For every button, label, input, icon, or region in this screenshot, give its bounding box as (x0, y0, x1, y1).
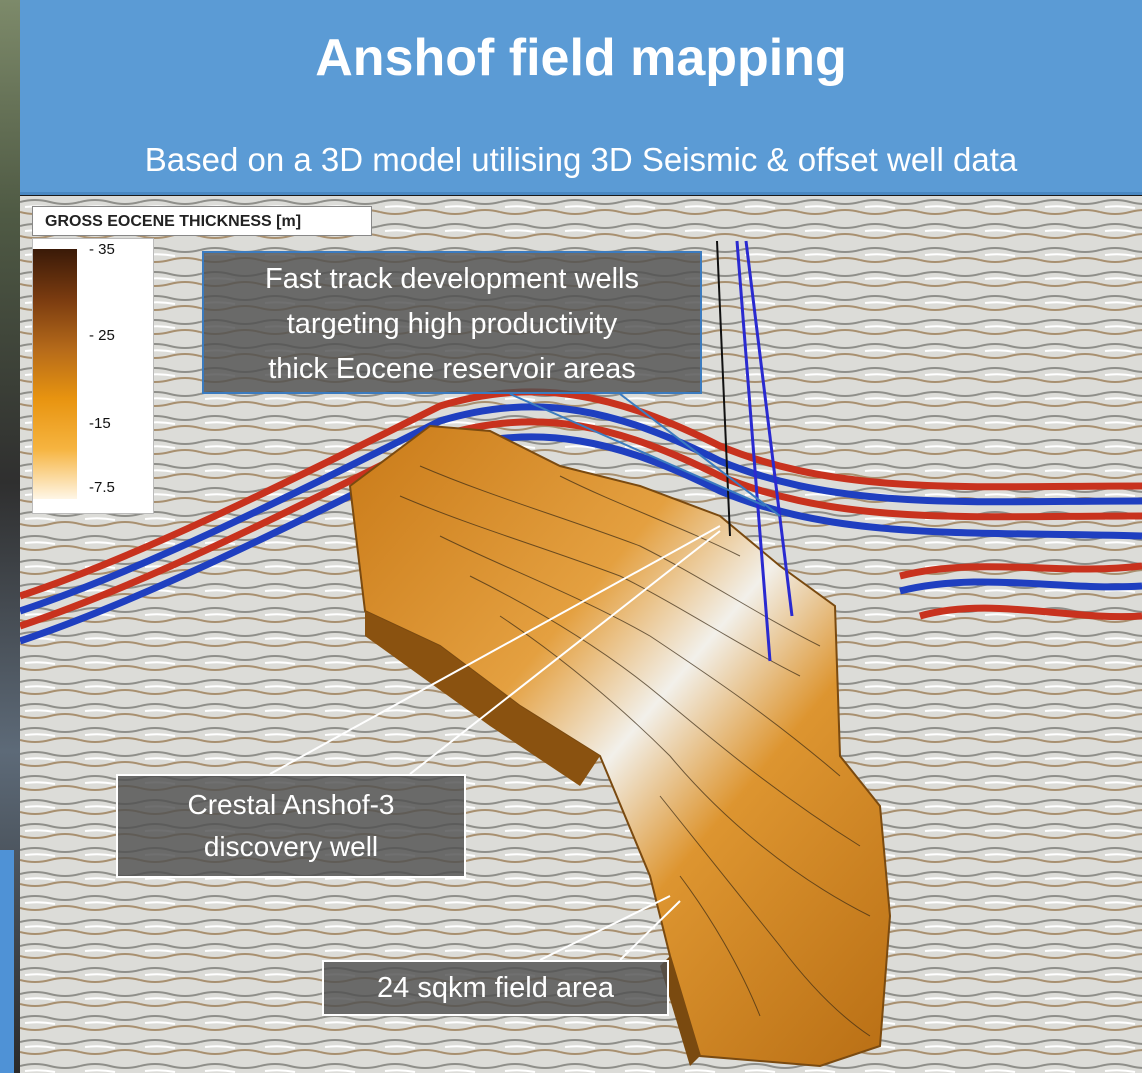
left-photo-strip (0, 0, 20, 1073)
legend-title: GROSS EOCENE THICKNESS [m] (32, 206, 372, 236)
callout-line: discovery well (203, 831, 379, 862)
callout-development-wells: Fast track development wells targeting h… (202, 251, 702, 394)
slide-subtitle: Based on a 3D model utilising 3D Seismic… (144, 141, 1018, 178)
seismic-3d-view: GROSS EOCENE THICKNESS [m] - 35 - 25 -15… (20, 196, 1142, 1073)
legend-tick: - 25 (89, 327, 115, 344)
callout-discovery-well: Crestal Anshof-3 discovery well (116, 774, 466, 878)
callout-field-area: 24 sqkm field area (322, 960, 669, 1016)
legend-tick: -7.5 (89, 479, 115, 496)
eocene-thickness-surface (348, 424, 892, 1068)
well-trajectories (716, 240, 794, 662)
legend-tick: -15 (89, 415, 111, 432)
callout-line: thick Eocene reservoir areas (268, 353, 636, 385)
callout-line: Fast track development wells (265, 263, 639, 295)
callout-line: targeting high productivity (286, 308, 618, 340)
seismic-reflectors (20, 388, 1142, 645)
thickness-legend: - 35 - 25 -15 -7.5 (32, 238, 154, 514)
legend-tick: - 35 (89, 241, 115, 258)
left-blue-strip (0, 850, 14, 1073)
color-scale-bar (33, 249, 77, 499)
callout-leader-lines (269, 393, 781, 961)
seismic-render (20, 196, 1142, 1073)
callout-line: Crestal Anshof-3 (187, 789, 395, 820)
slide-header: Anshof field mapping Based on a 3D model… (20, 0, 1142, 195)
slide-title: Anshof field mapping (315, 29, 847, 87)
